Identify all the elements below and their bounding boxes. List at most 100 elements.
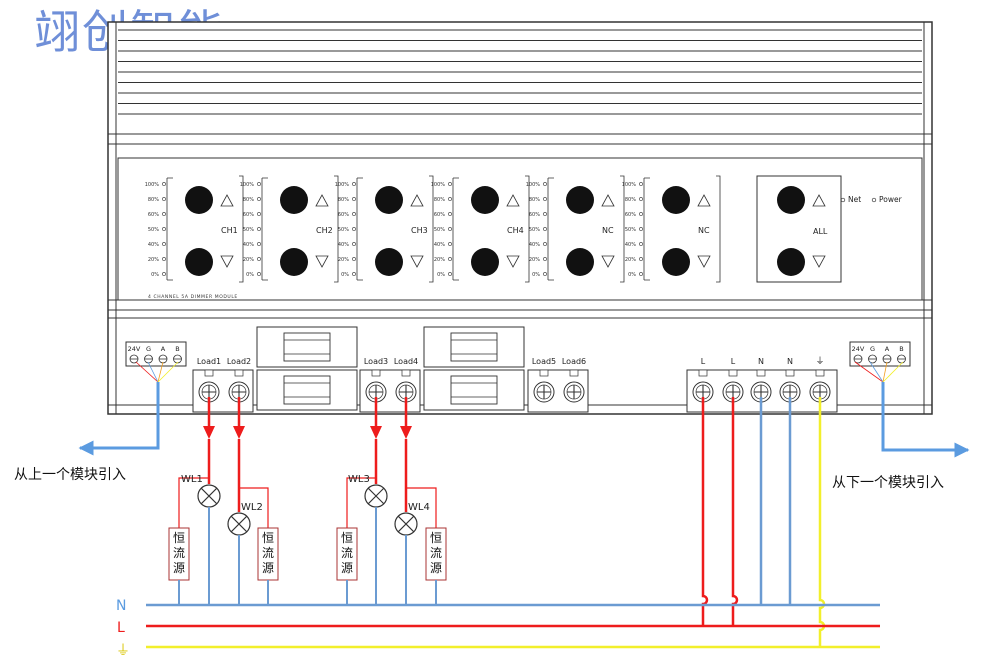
level-label: 100% [526,182,541,188]
bus-left-label: 24V [128,345,141,353]
level-led [448,212,452,216]
ch5-down-button[interactable] [566,248,594,276]
power-terminal-label: N [787,357,793,366]
bus-arrow-right [881,382,970,458]
ch5-up-button[interactable] [566,186,594,214]
level-led [257,272,261,276]
dimmer-module: 100% 80% 60% 50% 40% 20% 0% CH1 100%80%60%50%40%… [107,21,933,415]
power-label: Power [879,195,903,204]
level-label: 40% [625,242,636,248]
all-up-button[interactable] [777,186,805,214]
load-terminal-label: Load2 [227,357,251,366]
ch1-up-button[interactable] [185,186,213,214]
level-led [639,227,643,231]
lamp-label: WL2 [241,502,263,513]
channel-label: CH3 [411,226,428,235]
power-terminal-label: L [701,357,706,366]
power-terminal-label: N [758,357,764,366]
ch3-down-button[interactable] [375,248,403,276]
channel-1: 100%80%60%50%40%20%0%CH1 [145,175,244,283]
all-label: ALL [813,227,828,236]
bus-left-label: A [161,345,166,353]
level-led [257,182,261,186]
supply-rails: N L ⏚ [116,598,880,659]
driver-label: 流 [262,546,274,560]
channel-label: CH2 [316,226,333,235]
ch4-down-button[interactable] [471,248,499,276]
ch6-down-button[interactable] [662,248,690,276]
channel-3: 100%80%60%50%40%20%0%CH3 [335,175,434,283]
heat-sink-fins [118,29,922,115]
driver-label: 源 [173,561,185,575]
level-label: 80% [148,197,159,203]
bus-left-label: G [146,345,151,353]
bus-arrow-left [78,382,160,456]
channel-6: 100%80%60%50%40%20%0%NC [622,175,721,283]
level-led [352,227,356,231]
level-label: 0% [246,272,254,278]
down-arrow-icon [506,255,520,268]
level-label: 50% [243,227,254,233]
level-led [352,242,356,246]
level-led [162,182,166,186]
level-label: 40% [338,242,349,248]
level-led [639,257,643,261]
ch1-down-button[interactable] [185,248,213,276]
up-arrow-icon [220,194,234,207]
level-label: 40% [148,242,159,248]
level-label: 60% [243,212,254,218]
level-led [257,212,261,216]
load-terminal-label: Load4 [394,357,418,366]
up-arrow-icon [601,194,615,207]
driver-label: 源 [262,561,274,575]
level-led [543,197,547,201]
level-label: 50% [529,227,540,233]
level-led [257,197,261,201]
bus-right-label: A [885,345,890,353]
level-label: 100% [431,182,446,188]
level-led [257,227,261,231]
level-led [448,227,452,231]
all-down-button[interactable] [777,248,805,276]
level-label: 50% [338,227,349,233]
channel-label: NC [698,226,710,235]
down-arrow-icon [410,255,424,268]
power-led [871,197,877,203]
level-label: 80% [243,197,254,203]
level-label: 40% [529,242,540,248]
level-led [448,197,452,201]
level-led [639,212,643,216]
level-label: 20% [148,257,159,263]
level-led [448,182,452,186]
module-label: 4 CHANNEL 5A DIMMER MODULE [148,294,238,300]
ch3-up-button[interactable] [375,186,403,214]
rail-label-ground: ⏚ [116,643,130,659]
level-led [543,182,547,186]
up-arrow-icon [410,194,424,207]
channel-label: CH1 [221,226,238,235]
ch4-up-button[interactable] [471,186,499,214]
level-label: 40% [243,242,254,248]
relay-blocks [256,326,525,411]
driver-label: 恒 [173,531,185,545]
level-label: 100% [240,182,255,188]
ch6-up-button[interactable] [662,186,690,214]
level-led [162,257,166,261]
level-led [162,212,166,216]
ch2-down-button[interactable] [280,248,308,276]
bus-right-label: 24V [852,345,865,353]
level-label: 80% [625,197,636,203]
channel-4: 100%80%60%50%40%20%0%CH4 [431,175,530,283]
level-led [448,272,452,276]
arrow-label-right: 从下一个模块引入 [832,475,944,491]
level-led [352,272,356,276]
lamp-label: WL4 [408,502,430,513]
level-label: 80% [338,197,349,203]
ch2-up-button[interactable] [280,186,308,214]
driver-label: 恒 [341,531,353,545]
